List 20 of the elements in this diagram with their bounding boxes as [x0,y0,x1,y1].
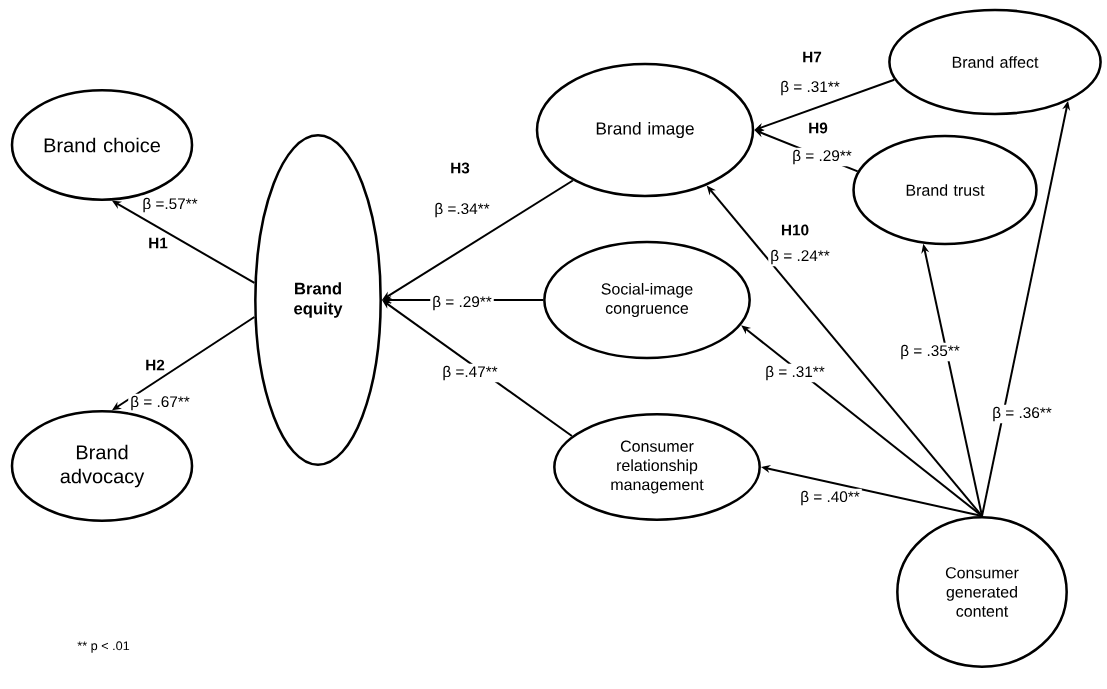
footnote: ** p < .01 [77,641,130,653]
edge-label: β = .29** [790,147,854,167]
edge-label: β =.34** [432,200,492,220]
edge-label: β = .40** [798,488,862,508]
edge-label: β = .36** [990,404,1054,424]
hypothesis-label: H7 [800,50,824,64]
edge-label: β = .29** [430,293,494,313]
edge-label: β = .35** [898,342,962,362]
edge-label: β = .31** [763,363,827,383]
hypothesis-label: H3 [448,161,472,175]
edge-label: β =.47** [440,363,500,383]
edge-label: β = .67** [128,393,192,413]
edge-label: β =.57** [140,195,200,215]
edge-label: β = .31** [778,78,842,98]
hypothesis-label: H2 [143,358,167,372]
edge-label: β = .24** [768,247,832,267]
hypothesis-label: H1 [146,236,170,250]
hypothesis-label: H10 [779,223,811,237]
arrow [741,325,983,518]
hypothesis-label: H9 [806,121,830,135]
